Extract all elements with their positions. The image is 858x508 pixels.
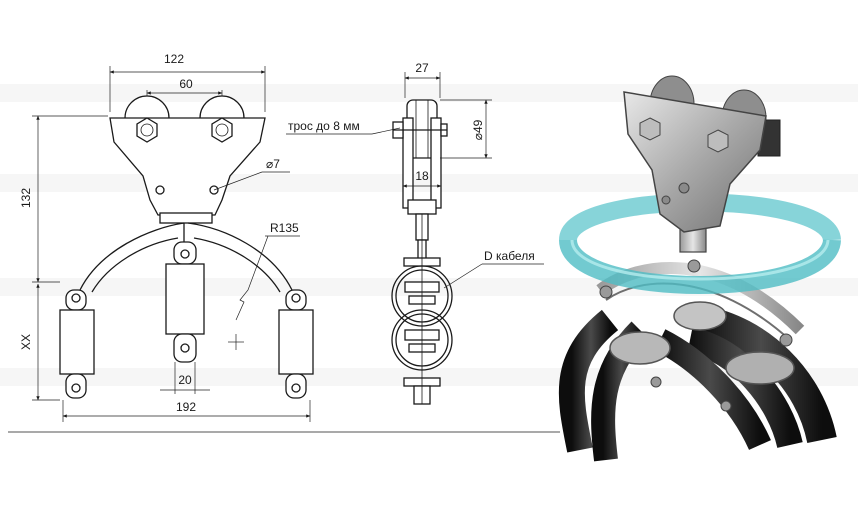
side-view xyxy=(286,72,544,405)
dim-hole: ⌀7 xyxy=(266,157,280,171)
top-plate xyxy=(109,117,266,216)
label-rope: трос до 8 мм xyxy=(288,119,360,133)
dim-gap: 18 xyxy=(415,169,429,183)
dim-xx: XX xyxy=(19,334,33,350)
dim-radius: R135 xyxy=(270,221,299,235)
dim-bottom-width: 192 xyxy=(176,400,196,414)
hex-bolt-icon xyxy=(211,117,233,143)
dim-roller-spacing: 60 xyxy=(179,77,193,91)
dim-wheel-diameter: ⌀49 xyxy=(471,119,485,140)
dim-side-width: 27 xyxy=(415,61,429,75)
dim-clamp-width: 20 xyxy=(178,373,192,387)
front-view xyxy=(8,66,560,433)
label-cable: D кабеля xyxy=(484,249,535,263)
hex-bolt-icon xyxy=(136,117,158,143)
dim-height: 132 xyxy=(19,188,33,208)
dim-width-top: 122 xyxy=(164,52,184,66)
render-3d xyxy=(558,75,841,462)
